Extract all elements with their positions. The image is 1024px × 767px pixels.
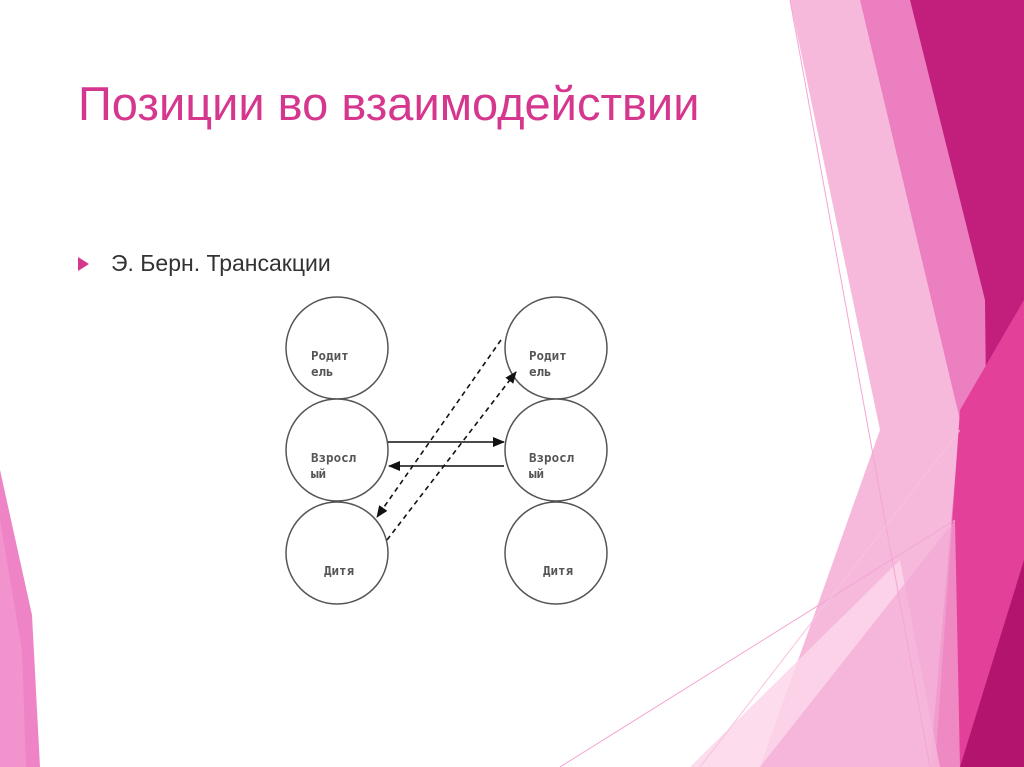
arrow-right-parent-to-left-child [376, 339, 502, 518]
left-adult-label-2: ый [311, 466, 326, 481]
lower-light-wedge [760, 520, 960, 767]
left-adult-label-1: Взросл [311, 450, 356, 465]
left-child-circle [285, 501, 389, 605]
bullet-item: Э. Берн. Трансакции [78, 250, 331, 277]
thin-diagonal-line-2 [559, 519, 956, 767]
triangle-bullet-icon [78, 256, 89, 271]
right-child-circle [504, 501, 608, 605]
left-adult-circle [285, 398, 389, 502]
thin-diagonal-line-3 [699, 429, 961, 767]
right-adult-circle [504, 398, 608, 502]
right-parent-label-1: Родит [529, 348, 567, 363]
slide-title: Позиции во взаимодействии [78, 77, 700, 130]
thin-diagonal-line-1 [789, 0, 931, 767]
left-pink-strip-light [0, 520, 26, 767]
left-parent-label-1: Родит [311, 348, 349, 363]
bullet-text: Э. Берн. Трансакции [111, 250, 331, 276]
left-parent-label-2: ель [311, 364, 334, 379]
right-parent-label-2: ель [529, 364, 552, 379]
right-adult-label-1: Взросл [529, 450, 574, 465]
right-deep-magenta-wedge [960, 560, 1024, 767]
right-child-label: Дитя [543, 563, 573, 578]
right-adult-label-2: ый [529, 466, 544, 481]
arrow-left-child-to-right-parent [386, 371, 517, 541]
transaction-diagram: Родит ель Взросл ый Дитя Родит ель Взрос… [285, 296, 608, 605]
left-child-label: Дитя [324, 563, 354, 578]
